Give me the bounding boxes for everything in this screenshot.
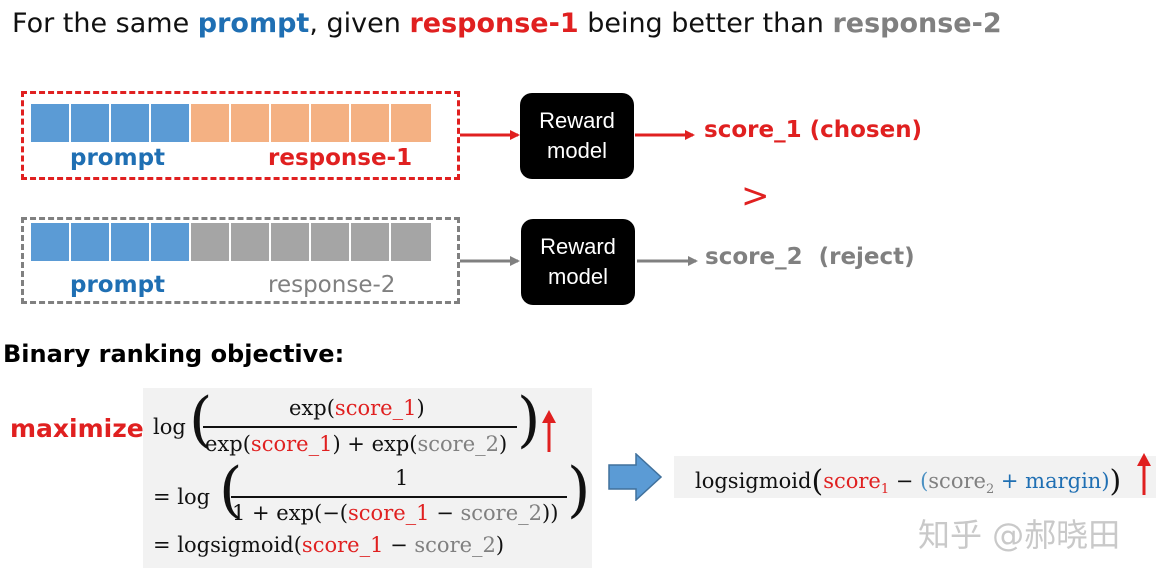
connector-arrows — [460, 130, 698, 266]
prompt-token — [151, 223, 191, 261]
line1-numerator: exp(score_1) — [289, 396, 425, 420]
response1-token — [391, 104, 431, 142]
result-panel: logsigmoid(score1 − (score2 + margin)) — [674, 456, 1156, 499]
greater-than-symbol: > — [741, 176, 770, 216]
response2-token — [391, 223, 431, 261]
prompt-token — [31, 223, 71, 261]
response2-token — [311, 223, 351, 261]
chosen-prompt-label: prompt — [70, 145, 166, 171]
increase-arrow-icon — [542, 410, 556, 452]
response1-token — [231, 104, 271, 142]
title-response2-word: response-2 — [832, 8, 1002, 39]
line2-left-paren: ( — [219, 455, 243, 525]
maximize-label: maximize — [10, 414, 144, 443]
diagram-title: For the same prompt, given response-1 be… — [12, 8, 1002, 39]
score1-label: score_1 (chosen) — [704, 117, 923, 143]
chosen-token-strip — [31, 104, 431, 142]
reward-model-box-chosen: Reward model — [520, 93, 634, 179]
line3: = logsigmoid(score_1 − score_2) — [153, 533, 505, 557]
reward-model-box-rejected: Reward model — [521, 219, 635, 305]
result-increase-arrow-icon — [1137, 453, 1151, 495]
chosen-response-label: response-1 — [268, 145, 413, 171]
response2-token — [351, 223, 391, 261]
watermark: 知乎 @郝晓田 — [918, 516, 1121, 554]
formula-panel: log ( exp(score_1) exp(score_1) + exp(sc… — [143, 385, 592, 568]
prompt-token — [71, 223, 111, 261]
response2-token — [271, 223, 311, 261]
line1-left-paren: ( — [189, 385, 213, 455]
line1-fraction-bar — [203, 426, 517, 428]
line1-prefix: log — [153, 415, 186, 439]
chosen-sequence-box — [21, 91, 460, 180]
score2-label: score_2 (reject) — [705, 244, 915, 270]
prompt-token — [151, 104, 191, 142]
line2-prefix: = log — [153, 485, 211, 509]
prompt-token — [31, 104, 71, 142]
prompt-token — [71, 104, 111, 142]
rejected-prompt-label: prompt — [70, 272, 166, 298]
implies-arrow-icon — [608, 453, 662, 501]
prompt-token — [111, 104, 151, 142]
line2-fraction-bar — [231, 496, 567, 498]
rejected-response-label: response-2 — [268, 272, 396, 298]
line2-denominator: 1 + exp(−(score_1 − score_2)) — [232, 501, 559, 525]
title-response1-word: response-1 — [409, 8, 579, 39]
rejected-sequence-box — [21, 217, 460, 304]
line1-denominator: exp(score_1) + exp(score_2) — [205, 432, 508, 456]
response2-token — [231, 223, 271, 261]
response2-token — [191, 223, 231, 261]
title-prompt-word: prompt — [197, 8, 310, 39]
response1-token — [311, 104, 351, 142]
result-formula: logsigmoid(score1 − (score2 + margin)) — [695, 464, 1122, 499]
line2-numerator: 1 — [395, 466, 409, 490]
response1-token — [271, 104, 311, 142]
response1-token — [191, 104, 231, 142]
line1-right-paren: ) — [517, 385, 541, 455]
rejected-token-strip — [31, 223, 431, 261]
response1-token — [351, 104, 391, 142]
line2-right-paren: ) — [567, 455, 591, 525]
prompt-token — [111, 223, 151, 261]
objective-heading: Binary ranking objective: — [3, 340, 345, 368]
